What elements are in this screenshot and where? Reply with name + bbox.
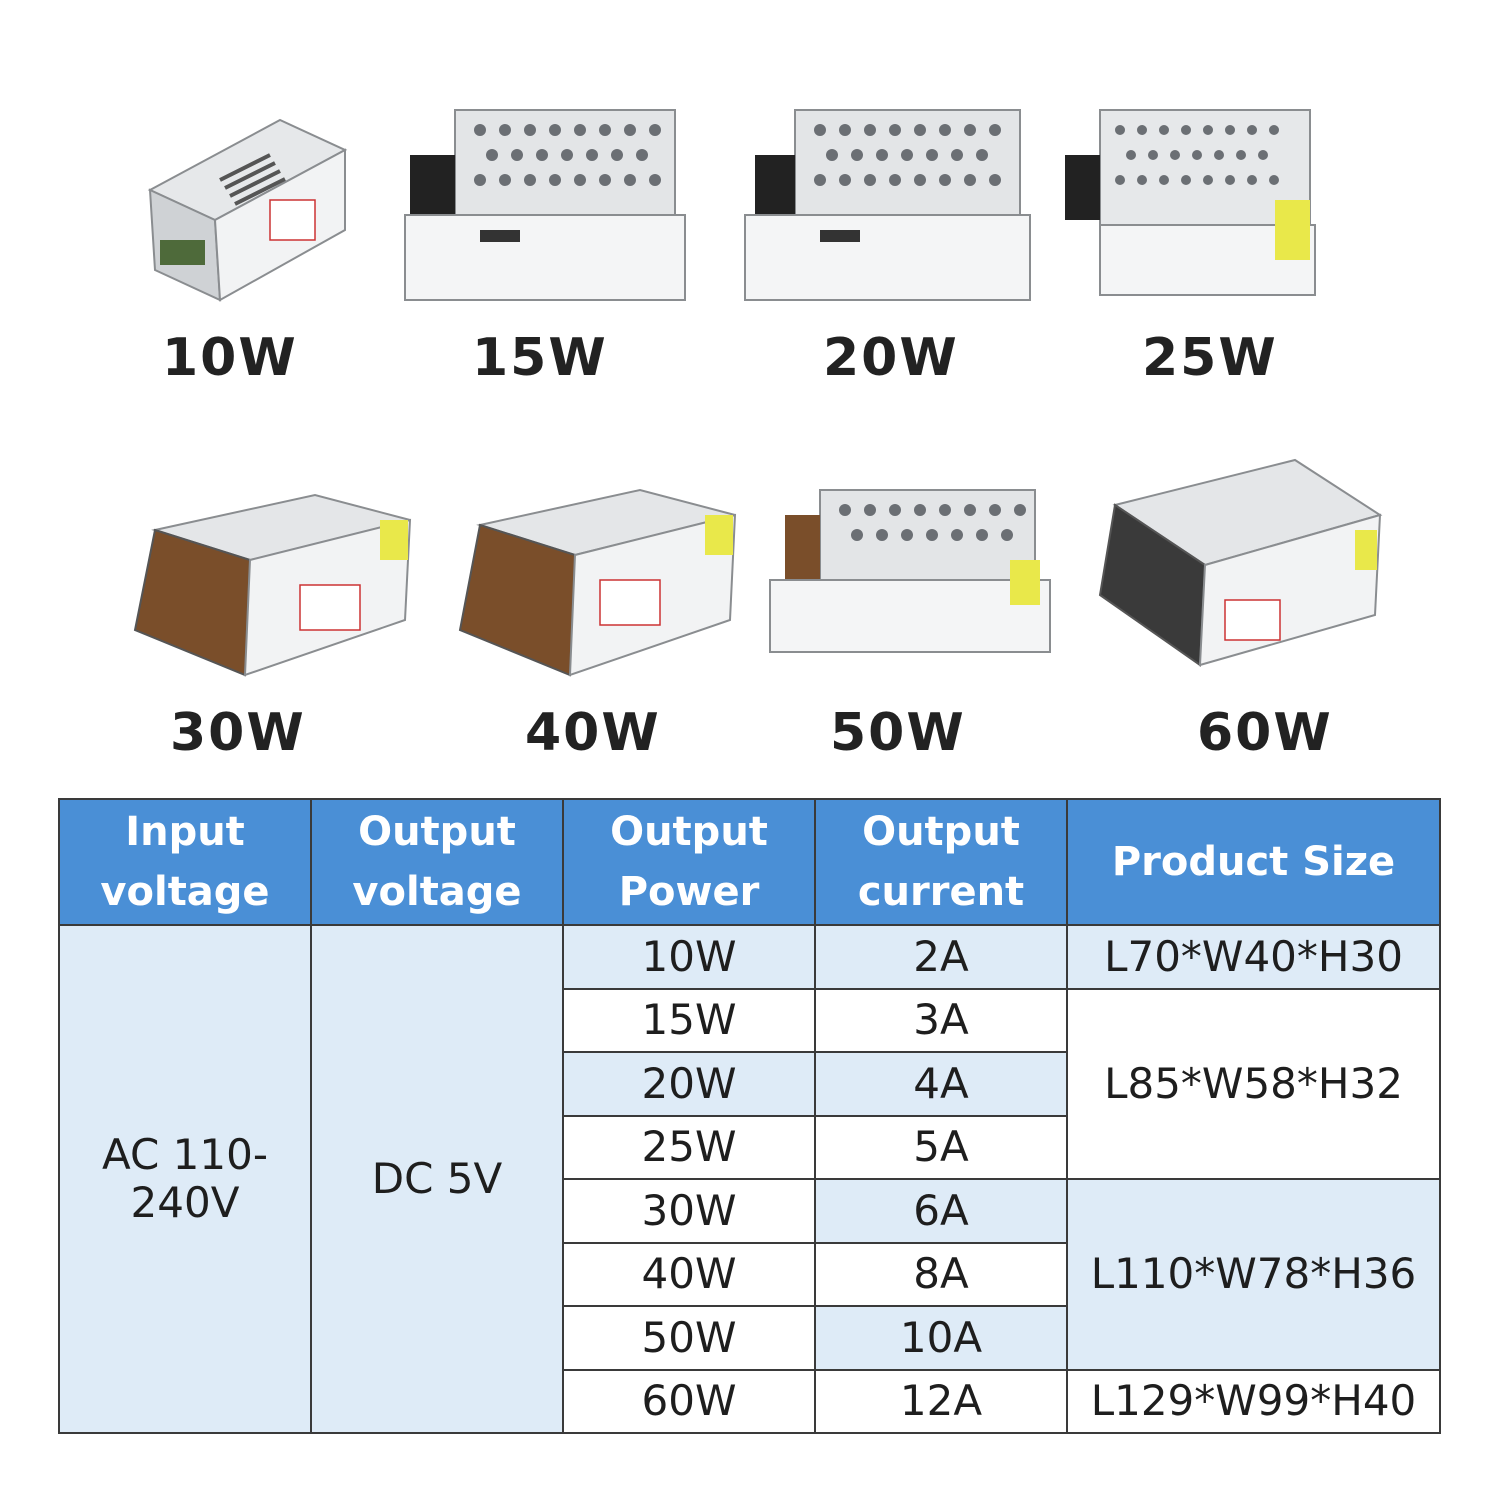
product-40w: 40W — [450, 485, 750, 770]
cell-output-power: 50W — [562, 1305, 816, 1371]
cell-output-power: 15W — [562, 987, 816, 1053]
cell-output-current: 3A — [814, 987, 1068, 1053]
power-supply-image — [133, 493, 412, 677]
table-row: 40W 8A — [59, 1241, 1440, 1307]
table-header-row: Input voltage Output voltage Output Powe… — [58, 798, 1441, 926]
power-supply-image — [769, 489, 1051, 653]
cell-output-power: 10W — [562, 924, 816, 990]
header-output-power: Output Power — [562, 798, 816, 926]
product-50w: 50W — [769, 485, 1060, 770]
table-row: AC 110-240V DC 5V 10W 2A L70*W40*H30 — [58, 924, 1441, 1434]
header-output-voltage: Output voltage — [310, 798, 564, 926]
power-supply-image — [458, 488, 737, 677]
product-20w: 20W — [744, 105, 1035, 395]
product-label: 30W — [170, 703, 306, 763]
product-label: 50W — [830, 703, 966, 763]
cell-output-current: 12A — [814, 1368, 1068, 1434]
table-row: 20W 4A — [59, 1051, 1440, 1117]
product-label: 15W — [472, 328, 608, 388]
cell-output-current: 4A — [814, 1051, 1068, 1117]
product-label: 60W — [1197, 703, 1333, 763]
power-supply-image — [404, 109, 686, 301]
header-output-current: Output current — [814, 798, 1068, 926]
spec-table: Input voltage Output voltage Output Powe… — [58, 798, 1441, 1434]
product-label: 25W — [1142, 328, 1278, 388]
product-15w: 15W — [400, 105, 700, 395]
cell-input-voltage: AC 110-240V — [58, 924, 312, 1434]
cell-output-current: 6A — [814, 1178, 1068, 1244]
cell-output-power: 30W — [562, 1178, 816, 1244]
power-supply-image — [744, 109, 1031, 301]
table-row: 30W 6A L110*W78*H36 — [59, 1178, 1441, 1371]
product-30w: 30W — [125, 490, 425, 770]
cell-output-voltage: DC 5V — [310, 924, 564, 1434]
cell-product-size: L129*W99*H40 — [1066, 1368, 1441, 1434]
cell-output-current: 5A — [814, 1114, 1068, 1180]
power-supply-image — [147, 118, 348, 302]
cell-output-current: 10A — [814, 1305, 1068, 1371]
table-row: 60W 12A L129*W99*H40 — [59, 1368, 1441, 1434]
cell-output-current: 8A — [814, 1241, 1068, 1307]
product-25w: 25W — [1060, 105, 1320, 395]
cell-output-current: 2A — [814, 924, 1068, 990]
header-product-size: Product Size — [1066, 798, 1441, 926]
cell-output-power: 40W — [562, 1241, 816, 1307]
cell-product-size: L70*W40*H30 — [1066, 924, 1441, 990]
product-label: 10W — [162, 328, 298, 388]
header-input-voltage: Input voltage — [58, 798, 312, 926]
cell-output-power: 60W — [562, 1368, 816, 1434]
power-supply-image — [1065, 109, 1316, 296]
power-supply-image — [1098, 458, 1383, 667]
cell-product-size: L85*W58*H32 — [1066, 987, 1441, 1180]
cell-product-size: L110*W78*H36 — [1066, 1178, 1441, 1371]
cell-output-power: 25W — [562, 1114, 816, 1180]
table-row: 50W 10A — [59, 1305, 1440, 1371]
table-row: 25W 5A — [59, 1114, 1440, 1180]
product-label: 20W — [823, 328, 959, 388]
product-label: 40W — [525, 703, 661, 763]
cell-output-power: 20W — [562, 1051, 816, 1117]
product-10w: 10W — [140, 110, 360, 400]
table-row: 15W 3A L85*W58*H32 — [59, 987, 1441, 1180]
product-60w: 60W — [1095, 455, 1395, 770]
